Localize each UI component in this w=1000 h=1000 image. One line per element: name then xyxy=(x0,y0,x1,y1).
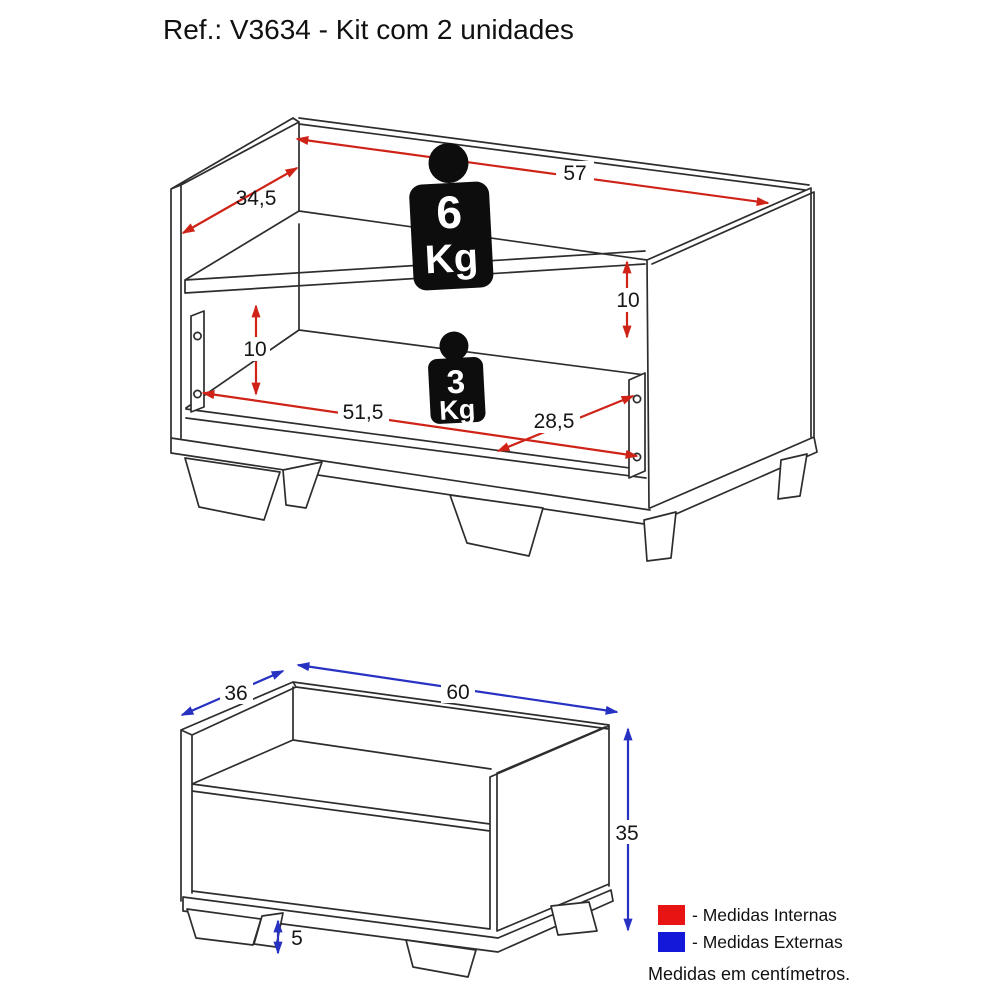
cabinet-foot xyxy=(643,511,677,562)
legend-swatch-internal xyxy=(658,905,685,925)
legend-swatch-external xyxy=(658,932,685,952)
arrow-internal-width xyxy=(295,136,770,206)
weight-3kg-unit: Kg xyxy=(439,394,477,426)
weight-6kg-unit: Kg xyxy=(424,236,480,283)
weight-3kg-icon: 3 Kg xyxy=(428,331,486,426)
dim-label-external-width: 60 xyxy=(446,681,469,704)
cabinet-foot xyxy=(184,457,281,521)
page-title: Ref.: V3634 - Kit com 2 unidades xyxy=(163,14,574,45)
drawer-rail-right xyxy=(628,372,646,479)
legend-units-note: Medidas em centímetros. xyxy=(648,964,850,984)
drawer-rail-left xyxy=(190,310,205,413)
external-measures-diagram: 36 60 35 5 xyxy=(180,662,644,978)
cabinet-foot xyxy=(449,494,544,557)
weight-6kg-icon: 6 Kg xyxy=(409,143,494,291)
dim-label-external-depth: 36 xyxy=(224,682,247,705)
cabinet-foot xyxy=(550,901,598,936)
dim-label-top-depth: 34,5 xyxy=(236,187,277,210)
cabinet-closed-view-drawing xyxy=(180,681,614,978)
dim-label-feet-height: 5 xyxy=(291,927,303,950)
cabinet-foot xyxy=(282,461,323,509)
dim-label-shelf-opening-height: 10 xyxy=(616,289,639,312)
external-dimension-labels: 36 60 35 5 xyxy=(220,680,644,950)
legend: - Medidas Internas - Medidas Externas Me… xyxy=(648,905,850,984)
cabinet-foot xyxy=(186,908,262,946)
dim-label-drawer-opening-depth: 28,5 xyxy=(534,410,575,433)
cabinet-foot xyxy=(405,939,477,978)
dim-label-top-width: 57 xyxy=(563,162,586,185)
legend-label-internal: - Medidas Internas xyxy=(692,905,837,925)
cabinet-foot xyxy=(777,453,808,500)
dim-label-drawer-opening-width: 51,5 xyxy=(343,401,384,424)
cabinet-open-view-drawing xyxy=(170,117,818,562)
weight-6kg-value: 6 xyxy=(435,185,463,238)
dim-label-drawer-opening-height: 10 xyxy=(243,338,266,361)
dim-label-external-height: 35 xyxy=(615,822,638,845)
arrow-internal-depth xyxy=(181,167,299,234)
weight-3kg-value: 3 xyxy=(446,363,466,401)
internal-measures-diagram: 34,5 57 10 10 51,5 28,5 6 Kg 3 Kg xyxy=(170,117,818,562)
internal-dimension-labels: 34,5 57 10 10 51,5 28,5 xyxy=(236,161,642,433)
legend-label-external: - Medidas Externas xyxy=(692,932,843,952)
